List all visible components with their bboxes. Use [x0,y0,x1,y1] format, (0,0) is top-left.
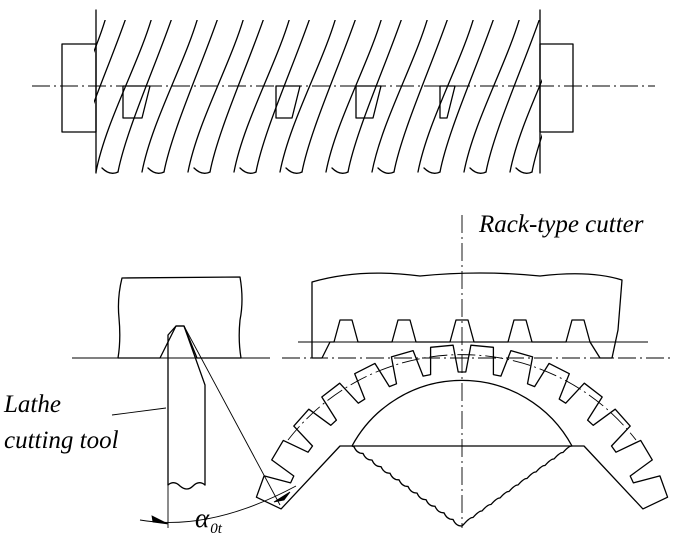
worm-thread-flank [531,133,542,173]
worm-tooth-section [275,85,301,119]
worm-tooth-section [439,85,456,119]
worm-shaft-left-stub [61,43,97,133]
worm-thread-flank [509,78,542,173]
worm-tooth-sections [122,85,456,119]
lathe-tool-group [72,276,297,528]
lathe-tool-break-line [167,482,206,490]
worm-body-outline [96,10,540,173]
worm-thread-crest [469,167,487,174]
worm-thread-flank [187,20,244,173]
rack-gear-group [255,215,672,528]
worm-thread-flank [417,20,474,173]
worm-thread-flank [141,20,198,173]
worm-thread-helix [56,20,542,174]
worm-thread-crest [147,167,165,174]
worm-thread-flank [439,20,494,173]
lathe-label-leader [111,407,167,416]
lathe-workpiece-section [117,276,243,359]
worm-thread-flank [209,20,264,173]
gear-pitch-circle [287,354,637,441]
worm-thread-flank [463,20,520,173]
worm-thread-flank [233,20,290,173]
alpha-arrow-right [273,491,291,503]
worm-thread-flank [485,20,540,173]
worm-tooth-section [122,85,151,119]
lathe-label-line2: cutting tool [4,427,119,454]
worm-thread-flank [94,20,126,105]
worm-thread-flank [371,20,428,173]
worm-shaft-right-stub [539,43,574,133]
lathe-flank-extension [183,325,281,506]
alpha-arrow-left [151,515,169,525]
worm-shaft [32,9,655,174]
rack-cutter-body [311,272,623,359]
worm-thread-flank [117,20,172,173]
worm-thread-crest [56,168,72,173]
rack-cutter-label: Rack-type cutter [479,211,644,238]
gear-tooth-profile [255,344,669,510]
worm-thread-flank [393,20,448,173]
worm-thread-flank [279,20,336,173]
worm-thread-crest [239,167,257,174]
worm-thread-crest [285,167,303,174]
lathe-label-line1: Lathe [4,391,61,418]
worm-thread-flank [347,20,402,173]
worm-thread-flank [325,20,382,173]
worm-thread-flank [163,20,218,173]
worm-tooth-section [355,85,382,119]
worm-thread-crest [193,167,211,174]
alpha-angle-label: α0t [195,505,222,537]
worm-thread-flank [95,20,152,173]
worm-thread-crest [101,167,119,174]
gear-root-arc [351,379,573,527]
worm-thread-crest [515,167,533,174]
worm-thread-flank [255,20,310,173]
alpha-subscript: 0t [210,521,222,537]
worm-thread-crest [423,167,441,174]
lathe-cutting-tool [167,325,206,486]
alpha-symbol: α [195,503,210,533]
worm-thread-crest [377,167,395,174]
worm-thread-flank [94,20,106,54]
worm-thread-flank [301,20,356,173]
worm-thread-crest [331,167,349,174]
